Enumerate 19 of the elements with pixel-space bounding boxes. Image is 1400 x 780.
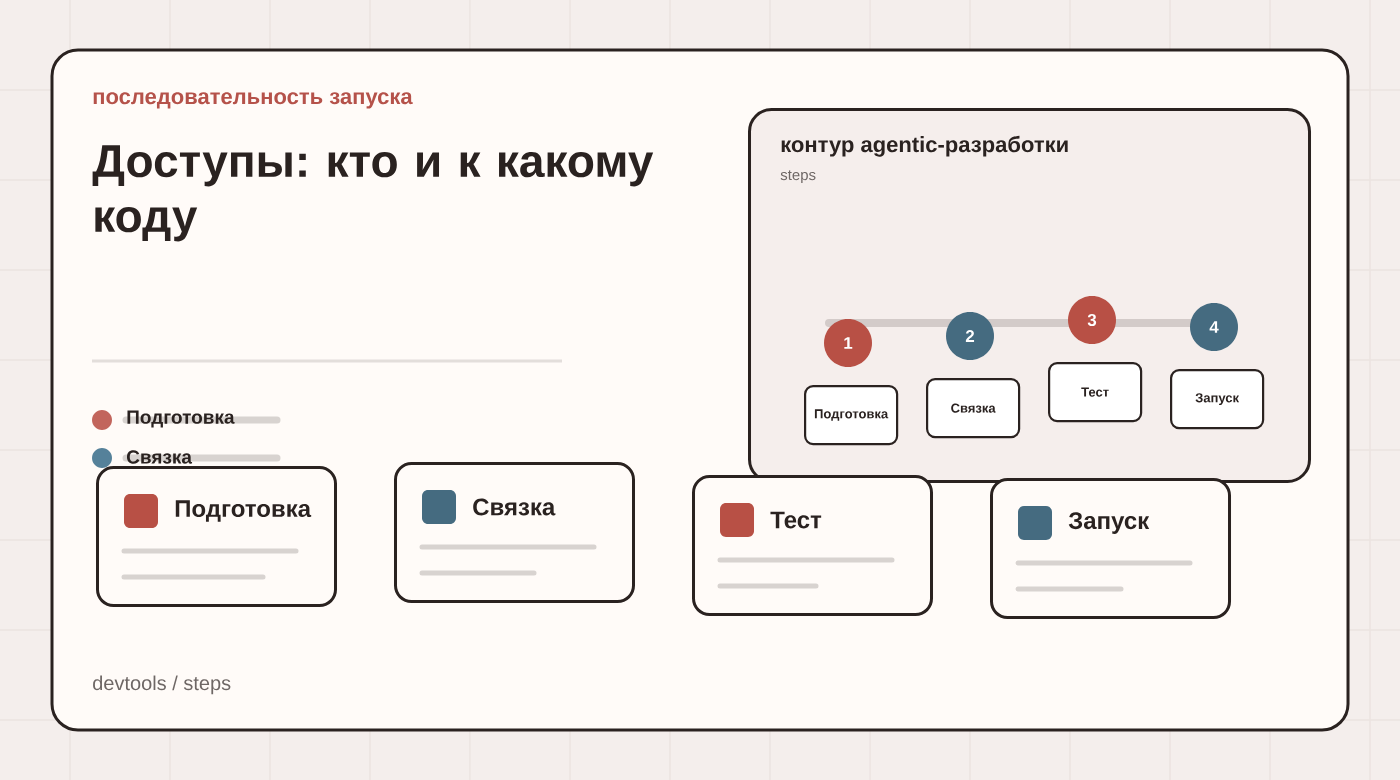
step-box: Связка bbox=[926, 378, 1021, 439]
number-badge: 2 bbox=[946, 312, 994, 360]
number-badge: 1 bbox=[824, 319, 872, 367]
kicker-text: последовательность запуска bbox=[93, 92, 413, 109]
card-title: Запуск bbox=[1068, 512, 1150, 534]
panel-heading: контур agentic-разработки bbox=[781, 135, 1068, 157]
card-title: Связка bbox=[473, 498, 556, 516]
panel-subtitle: steps bbox=[780, 170, 816, 184]
legend-label: Связка bbox=[122, 450, 281, 464]
card-title: Тест bbox=[770, 511, 822, 529]
number-badge: 4 bbox=[1190, 303, 1238, 351]
legend-label: Подготовка bbox=[122, 410, 281, 428]
title: Доступы: кто и к какому коду bbox=[92, 145, 654, 242]
number-badge: 3 bbox=[1068, 296, 1116, 344]
card-title: Подготовка bbox=[175, 500, 312, 522]
step-box: Тест bbox=[1048, 362, 1143, 423]
footer-text: devtools / steps bbox=[93, 675, 231, 695]
step-box: Запуск bbox=[1170, 369, 1265, 430]
step-box: Подготовка bbox=[804, 385, 899, 446]
